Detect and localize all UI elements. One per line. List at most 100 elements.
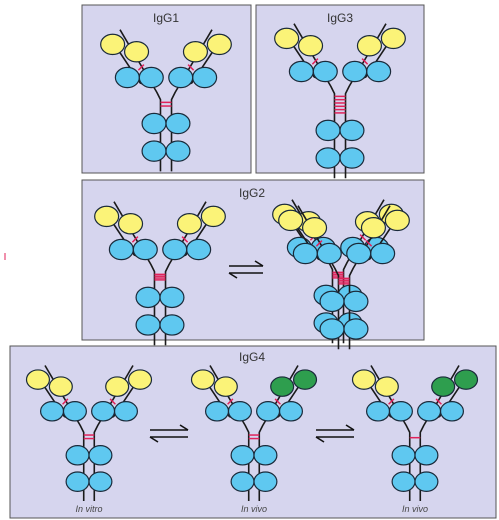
antibody-igg4-in-vitro (25, 365, 153, 502)
constant-domain (65, 445, 90, 466)
constant-domain (230, 471, 255, 492)
constant-domain (162, 238, 188, 261)
variable-domain (454, 369, 479, 390)
disulfide-bond (311, 58, 319, 65)
variable-domain (206, 33, 232, 56)
variable-domain (293, 369, 318, 390)
constant-domain (230, 445, 255, 466)
constant-domain (315, 147, 341, 169)
variable-domain (123, 41, 150, 63)
panel-title-igg3: IgG3 (326, 11, 354, 25)
constant-domain (114, 66, 140, 89)
constant-domain (165, 140, 191, 162)
constant-domain (253, 445, 278, 466)
variable-domain (213, 376, 238, 397)
variable-domain (48, 376, 73, 397)
double-harpoon-arrow-icon (315, 424, 355, 443)
constant-domain (253, 471, 278, 492)
constant-domain (278, 401, 303, 422)
constant-domain (65, 471, 90, 492)
constant-domain (343, 290, 369, 313)
constant-domain (339, 119, 365, 142)
variable-domain (431, 376, 456, 397)
variable-domain (380, 27, 406, 50)
constant-domain (135, 314, 161, 336)
variable-domain (298, 35, 324, 57)
disulfide-bond (181, 236, 189, 243)
disulfide-bond (361, 58, 369, 65)
variable-domain (360, 217, 387, 239)
disulfide-bond (109, 398, 116, 405)
constant-domain (292, 242, 318, 265)
panel-title-igg4: IgG4 (238, 350, 266, 364)
constant-domain (168, 66, 194, 89)
variable-domain (190, 369, 216, 390)
panel-igg4 (9, 345, 497, 519)
variable-domain (384, 209, 410, 232)
disulfide-bond (187, 64, 195, 71)
variable-domain (182, 41, 208, 63)
antibody-igg2-form-b (272, 199, 410, 350)
constant-domain (204, 401, 230, 422)
constant-domain (135, 286, 161, 309)
constant-domain (40, 401, 65, 422)
constant-domain (113, 401, 138, 422)
constant-domain (165, 112, 191, 135)
variable-domain (270, 376, 295, 397)
constant-domain (319, 290, 345, 313)
constant-domain (227, 401, 252, 422)
variable-domain (302, 217, 328, 239)
panel-title-igg1: IgG1 (152, 11, 180, 25)
disulfide-bond (315, 240, 323, 247)
disulfide-bond (435, 398, 442, 405)
constant-domain (339, 147, 365, 169)
disulfide-bond (365, 240, 373, 247)
disulfide-bond (359, 234, 367, 241)
constant-domain (88, 471, 113, 492)
constant-domain (159, 314, 185, 336)
constant-domain (343, 318, 369, 340)
constant-domain (288, 60, 314, 83)
constant-domain (141, 112, 167, 135)
constant-domain (108, 238, 134, 261)
constant-domain (342, 60, 368, 83)
constant-domain (138, 66, 164, 89)
variable-domain (374, 376, 399, 397)
variable-domain (100, 33, 126, 56)
disulfide-bond (227, 398, 234, 405)
constant-domain (141, 140, 167, 162)
constant-domain (192, 66, 218, 89)
constant-domain (346, 242, 372, 265)
constant-domain (88, 445, 113, 466)
constant-domain (417, 401, 442, 422)
constant-domain (91, 401, 116, 422)
disulfide-bond (274, 398, 281, 405)
disulfide-bond (388, 398, 395, 405)
variable-domain (278, 209, 304, 232)
variable-domain (356, 35, 383, 57)
constant-domain (391, 445, 416, 466)
disulfide-bond (131, 236, 139, 243)
condition-label-in-vitro: In vitro (75, 504, 103, 514)
constant-domain (312, 60, 338, 83)
constant-domain (159, 286, 185, 309)
constant-domain (391, 471, 416, 492)
antibody-igg1 (100, 29, 232, 172)
variable-domain (105, 376, 130, 397)
antibody-igg4-in-vivo-1 (190, 365, 318, 502)
constant-domain (132, 238, 158, 261)
condition-label-in-vivo: In vivo (401, 504, 429, 514)
antibody-igg3 (274, 23, 406, 179)
constant-domain (388, 401, 413, 422)
variable-domain (176, 213, 202, 235)
constant-domain (316, 242, 342, 265)
variable-domain (200, 205, 226, 228)
constant-domain (414, 471, 439, 492)
double-harpoon-arrow-icon (228, 260, 264, 279)
variable-domain (127, 369, 153, 390)
constant-domain (319, 318, 345, 340)
variable-domain (274, 27, 300, 50)
variable-domain (94, 205, 120, 228)
constant-domain (414, 445, 439, 466)
